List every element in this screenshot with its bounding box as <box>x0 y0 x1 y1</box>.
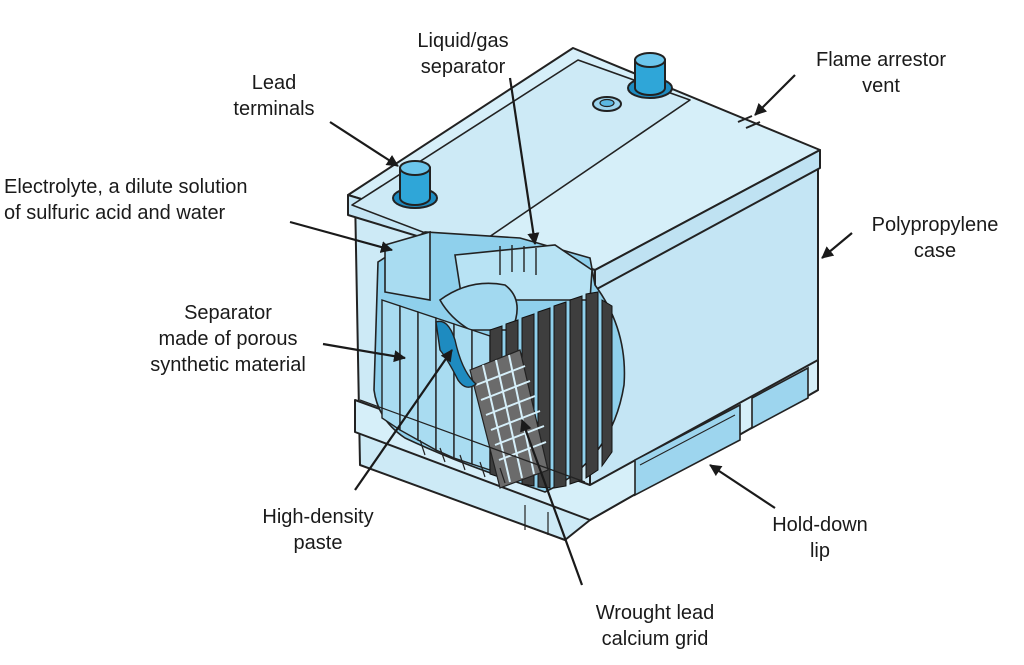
high-density-paste <box>435 320 478 388</box>
arrow-flame-arrestor-vent <box>754 74 796 116</box>
label-high-density-paste: High-density paste <box>262 506 374 554</box>
electrolyte-chamber <box>384 230 431 301</box>
arrow-wrought-lead-grid <box>520 419 584 586</box>
label-lead-terminals: Lead terminals <box>233 72 315 120</box>
label-hold-down-lip: Hold-down lip <box>772 514 868 562</box>
lead-terminal-left <box>392 160 438 209</box>
lead-terminal-right <box>627 52 673 99</box>
manifold-loop <box>438 282 518 331</box>
label-electrolyte: Electrolyte, a dilute solution of sulfur… <box>4 176 248 224</box>
front-base-ribs <box>359 399 586 535</box>
arrow-polypropylene-case <box>821 232 853 259</box>
label-separator-material: Separator made of porous synthetic mater… <box>150 302 306 376</box>
arrow-lead-terminals <box>329 121 399 167</box>
arrow-liquid-gas-separator <box>508 77 540 245</box>
arrow-separator-material <box>322 342 406 363</box>
leader-arrows <box>289 74 853 586</box>
arrow-high-density-paste <box>354 349 453 491</box>
flame-arrestor-vent-slots <box>737 115 761 129</box>
label-flame-arrestor-vent: Flame arrestor vent <box>815 49 947 97</box>
label-liquid-gas-separator: Liquid/gas separator <box>417 30 509 78</box>
hold-down-lip <box>634 366 809 497</box>
label-wrought-lead-grid: Wrought lead calcium grid <box>595 602 715 650</box>
arrow-hold-down-lip <box>709 464 776 509</box>
label-polypropylene-case: Polypropylene case <box>871 214 999 262</box>
arrow-electrolyte <box>289 220 393 253</box>
wrought-lead-calcium-grid <box>469 349 549 489</box>
